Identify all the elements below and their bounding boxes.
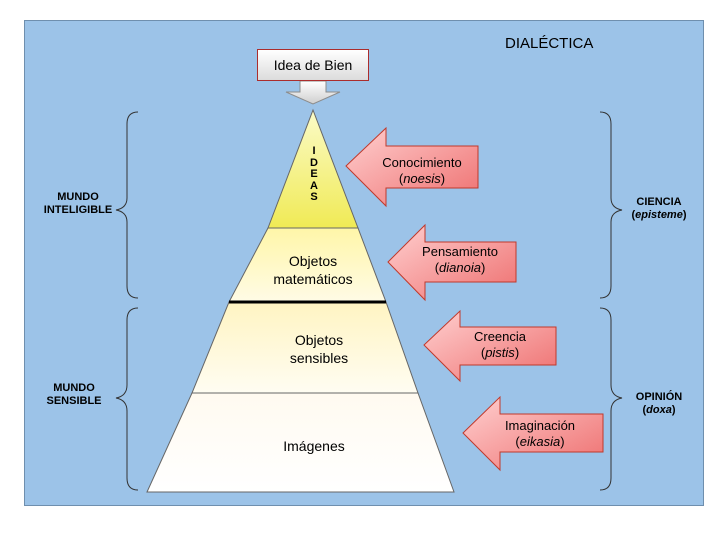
- ideas-letter: I: [312, 145, 316, 157]
- arrow-pistis: [423, 309, 557, 383]
- idea-de-bien-label: Idea de Bien: [273, 57, 353, 73]
- label-ciencia: CIENCIA (episteme): [631, 196, 687, 221]
- idea-de-bien-box: Idea de Bien: [257, 49, 369, 81]
- arrow-noesis: [345, 126, 479, 208]
- label-imagenes: Imágenes: [283, 438, 345, 454]
- pyramid-layer-images: [146, 392, 455, 493]
- right-brace-ciencia: [599, 111, 623, 299]
- down-arrow: [285, 80, 341, 105]
- label-mundo-inteligible: MUNDO INTELIGIBLE: [43, 191, 113, 216]
- label-creencia: Creencia (pistis): [473, 329, 527, 360]
- label-objetos-matematicos: Objetos matemáticos: [273, 253, 353, 287]
- ideas-letters: I D E A S: [308, 145, 320, 204]
- ideas-letter: A: [310, 179, 318, 192]
- left-brace-inteligible: [115, 111, 139, 299]
- ideas-letter: S: [310, 191, 318, 203]
- title-dialectica: DIALÉCTICA: [505, 35, 594, 52]
- ideas-letter: D: [310, 156, 318, 169]
- arrow-eikasia: [462, 395, 604, 472]
- label-imaginacion: Imaginación (eikasia): [504, 418, 576, 449]
- left-brace-sensible: [115, 307, 139, 491]
- label-pensamiento: Pensamiento (dianoia): [422, 244, 498, 275]
- label-opinion: OPINIÓN (doxa): [635, 391, 683, 416]
- label-conocimiento: Conocimiento (noesis): [382, 155, 462, 186]
- ideas-letter: E: [310, 168, 318, 180]
- label-objetos-sensibles: Objetos sensibles: [289, 332, 349, 366]
- right-brace-opinion: [599, 307, 623, 491]
- arrow-dianoia: [387, 223, 517, 302]
- label-mundo-sensible: MUNDO SENSIBLE: [46, 382, 102, 407]
